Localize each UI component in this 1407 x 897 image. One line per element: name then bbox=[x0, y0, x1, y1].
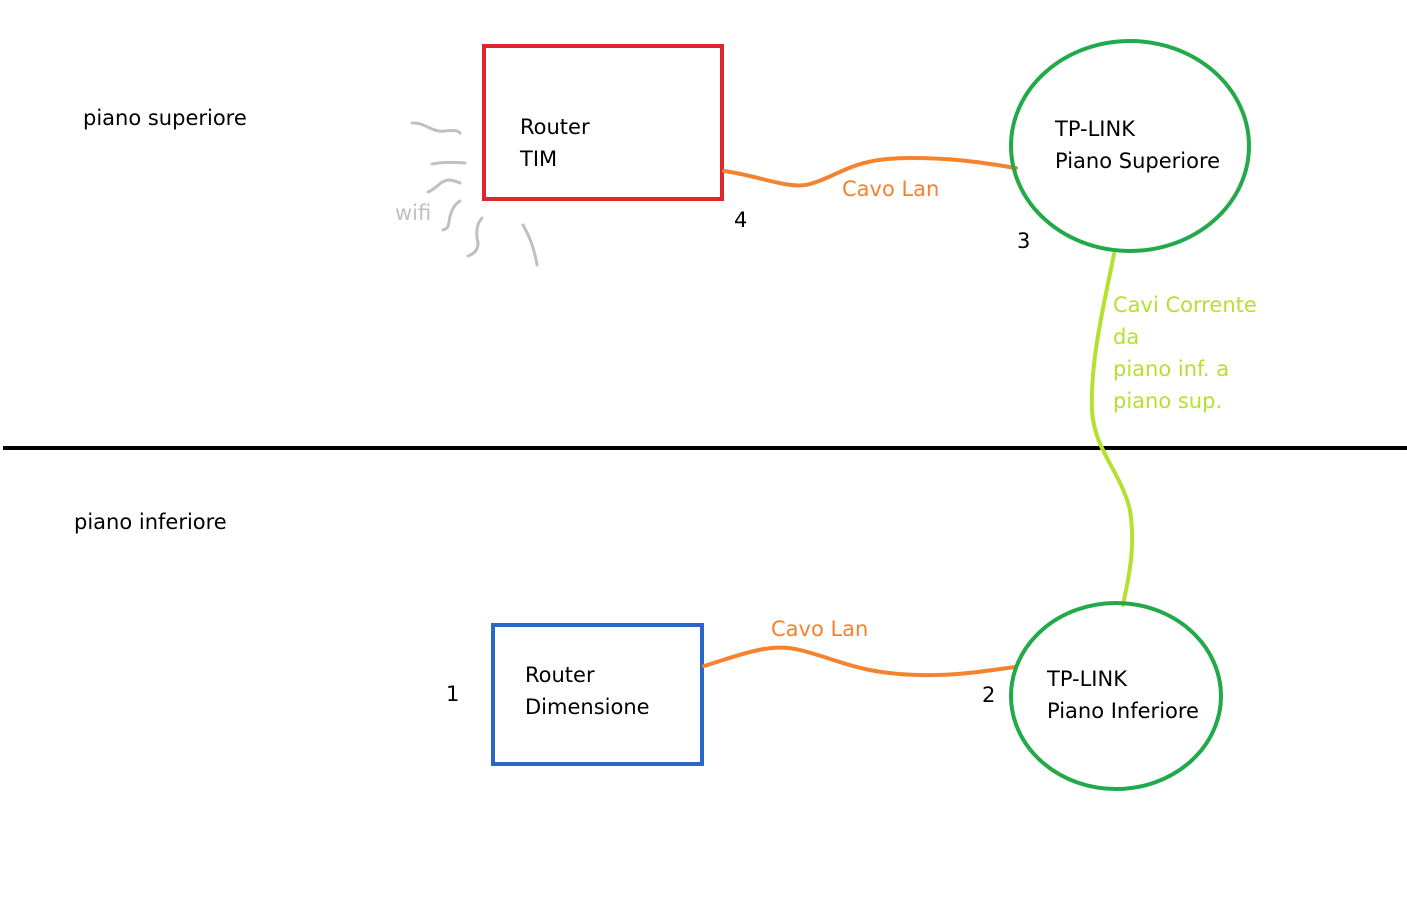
power-cable bbox=[1089, 252, 1135, 607]
power-cable-label-line4: piano sup. bbox=[1113, 389, 1222, 413]
tplink-lower-label-line2: Piano Inferiore bbox=[1047, 699, 1199, 723]
tplink-upper-label-line2: Piano Superiore bbox=[1055, 149, 1220, 173]
router-dimensione-label-line2: Dimensione bbox=[525, 695, 650, 719]
lan-cable-upper bbox=[722, 155, 1018, 188]
wifi-waves-icon bbox=[410, 121, 539, 267]
tplink-lower-circle bbox=[1009, 601, 1223, 791]
router-dimensione-box bbox=[491, 623, 704, 766]
router-tim-box bbox=[482, 44, 724, 201]
tplink-upper-circle bbox=[1009, 39, 1251, 253]
router-dimensione-label-line1: Router bbox=[525, 663, 595, 687]
port-number-3: 3 bbox=[1017, 229, 1030, 253]
tplink-upper-label-line1: TP-LINK bbox=[1054, 117, 1136, 141]
port-number-1: 1 bbox=[446, 682, 459, 706]
port-number-2: 2 bbox=[982, 683, 995, 707]
tplink-lower-label-line1: TP-LINK bbox=[1046, 667, 1128, 691]
port-number-4: 4 bbox=[734, 208, 747, 232]
power-cable-label-line3: piano inf. a bbox=[1113, 357, 1229, 381]
wifi-label: wifi bbox=[395, 201, 431, 225]
upper-floor-label: piano superiore bbox=[83, 106, 247, 130]
lan-cable-upper-label: Cavo Lan bbox=[842, 177, 939, 201]
lan-cable-lower bbox=[702, 645, 1018, 678]
power-cable-label-line1: Cavi Corrente bbox=[1113, 293, 1257, 317]
router-tim-label-line1: Router bbox=[520, 115, 590, 139]
power-cable-label-line2: da bbox=[1113, 325, 1139, 349]
lower-floor-label: piano inferiore bbox=[74, 510, 227, 534]
router-tim-label-line2: TIM bbox=[519, 147, 557, 171]
lan-cable-lower-label: Cavo Lan bbox=[771, 617, 868, 641]
